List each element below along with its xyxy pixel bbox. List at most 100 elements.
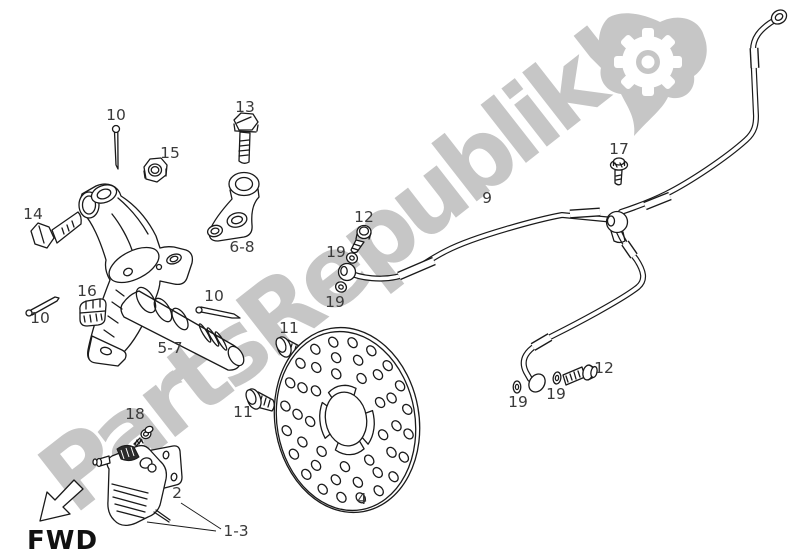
part-number-labels: 101513146-81610105-711111219199171219191… [23,98,629,540]
castle-nut-16 [79,298,107,327]
arrow-down-left-icon [39,479,84,522]
washer-19-lower [334,281,348,293]
disc-vent-hole [386,446,397,458]
part-label-4: 4 [357,490,367,508]
disc-vent-hole [356,372,367,385]
disc-vent-hole [388,471,399,483]
washer-19-right-low [512,380,522,394]
washer-19-upper [345,252,359,264]
disc-vent-hole [382,360,393,372]
disc-vent-hole [339,461,351,473]
part-label-16: 16 [77,282,97,300]
hose-sleeves [397,47,760,351]
part-label-5-7: 5-7 [157,339,182,357]
brake-hose-9 [337,9,788,393]
disc-vent-hole [310,385,322,397]
cotter-pin-10-top [111,124,121,170]
disc-vent-hole [280,400,291,412]
disc-vent-hole [374,396,386,409]
disc-vent-hole [284,377,296,389]
disc-vent-hole [394,380,406,392]
disc-vent-hole [297,436,308,448]
part-label-17: 17 [609,140,629,158]
part-label-2: 2 [172,484,182,502]
nut-15 [143,157,168,183]
part-label-10: 10 [106,106,126,124]
part-label-19: 19 [508,393,528,411]
disc-vent-hole [330,368,342,380]
disc-vent-hole [377,429,389,441]
caliper-inlet-fitting [92,455,111,468]
disc-vent-hole [310,343,321,355]
part-label-19: 19 [326,243,346,261]
disc-vent-hole [295,357,306,369]
part-label-18: 18 [125,405,145,423]
part-label-14: 14 [23,205,43,223]
flange-bolt-11-lower [245,388,275,412]
disc-vent-hole [297,382,308,394]
disc-vent-hole [292,408,303,420]
disc-vent-hole [301,468,312,480]
part-label-12: 12 [354,208,374,226]
disc-vent-hole [327,336,339,348]
disc-vent-hole [317,483,328,495]
part-label-1-3: 1-3 [223,522,248,540]
banjo-fitting-top [770,9,788,25]
disc-vent-hole [336,491,347,503]
part-label-13: 13 [235,98,255,116]
disc-vent-hole [386,392,397,404]
disc-vent-hole [288,448,300,460]
disc-vent-hole [398,451,410,463]
part-label-11: 11 [233,403,253,421]
part-label-11: 11 [279,319,299,337]
part-label-6-8: 6-8 [229,238,254,256]
disc-vent-hole [401,403,413,415]
disc-vent-hole [355,492,367,504]
washer-19-right-mid [552,371,562,385]
hose-tee-junction [605,210,629,244]
disc-vent-hole [403,428,414,440]
part-label-15: 15 [160,144,180,162]
disc-vent-hole [352,476,364,488]
banjo-bolt-12-right [562,364,598,386]
disc-vent-hole [330,474,342,486]
disc-vent-hole [310,361,322,374]
pad-pin [153,509,171,523]
brand-flag-gear-icon [598,13,707,136]
disc-vent-hole [281,425,293,437]
disc-vent-hole [372,466,384,479]
disc-vent-hole [310,459,322,471]
banjo-fitting-bottom [528,373,546,393]
disc-vent-hole [391,420,402,432]
part-label-10: 10 [30,309,50,327]
fwd-label: FWD [27,526,98,556]
disc-vent-hole [372,369,384,381]
fwd-direction-marker: FWD [27,479,98,556]
gear-icon [614,28,682,96]
disc-vent-hole [316,445,327,458]
steering-knuckle-5-7 [78,183,245,371]
part-label-10: 10 [204,287,224,305]
part-label-9: 9 [482,189,492,207]
cotter-pin-10-left [25,296,60,317]
brake-caliper-assembly-1-3 [92,425,183,527]
banjo-bolt-12-upper [350,224,372,254]
steering-arm-6-8 [206,171,260,242]
disc-vent-hole [352,354,364,366]
bolt-14 [30,211,82,249]
banjo-fitting-middle [337,262,357,282]
part-label-12: 12 [594,359,614,377]
disc-vent-hole [330,352,342,364]
leader-lines [146,502,222,532]
bolt-13 [233,112,259,164]
line-art: FWD [25,9,788,556]
cotter-pin-10-center [195,306,241,319]
brake-disc-4 [273,326,421,514]
disc-vent-hole [373,485,384,497]
disc-vent-hole [363,454,375,466]
part-label-19: 19 [546,385,566,403]
bolt-17 [609,157,629,186]
disc-vent-hole [366,345,377,357]
